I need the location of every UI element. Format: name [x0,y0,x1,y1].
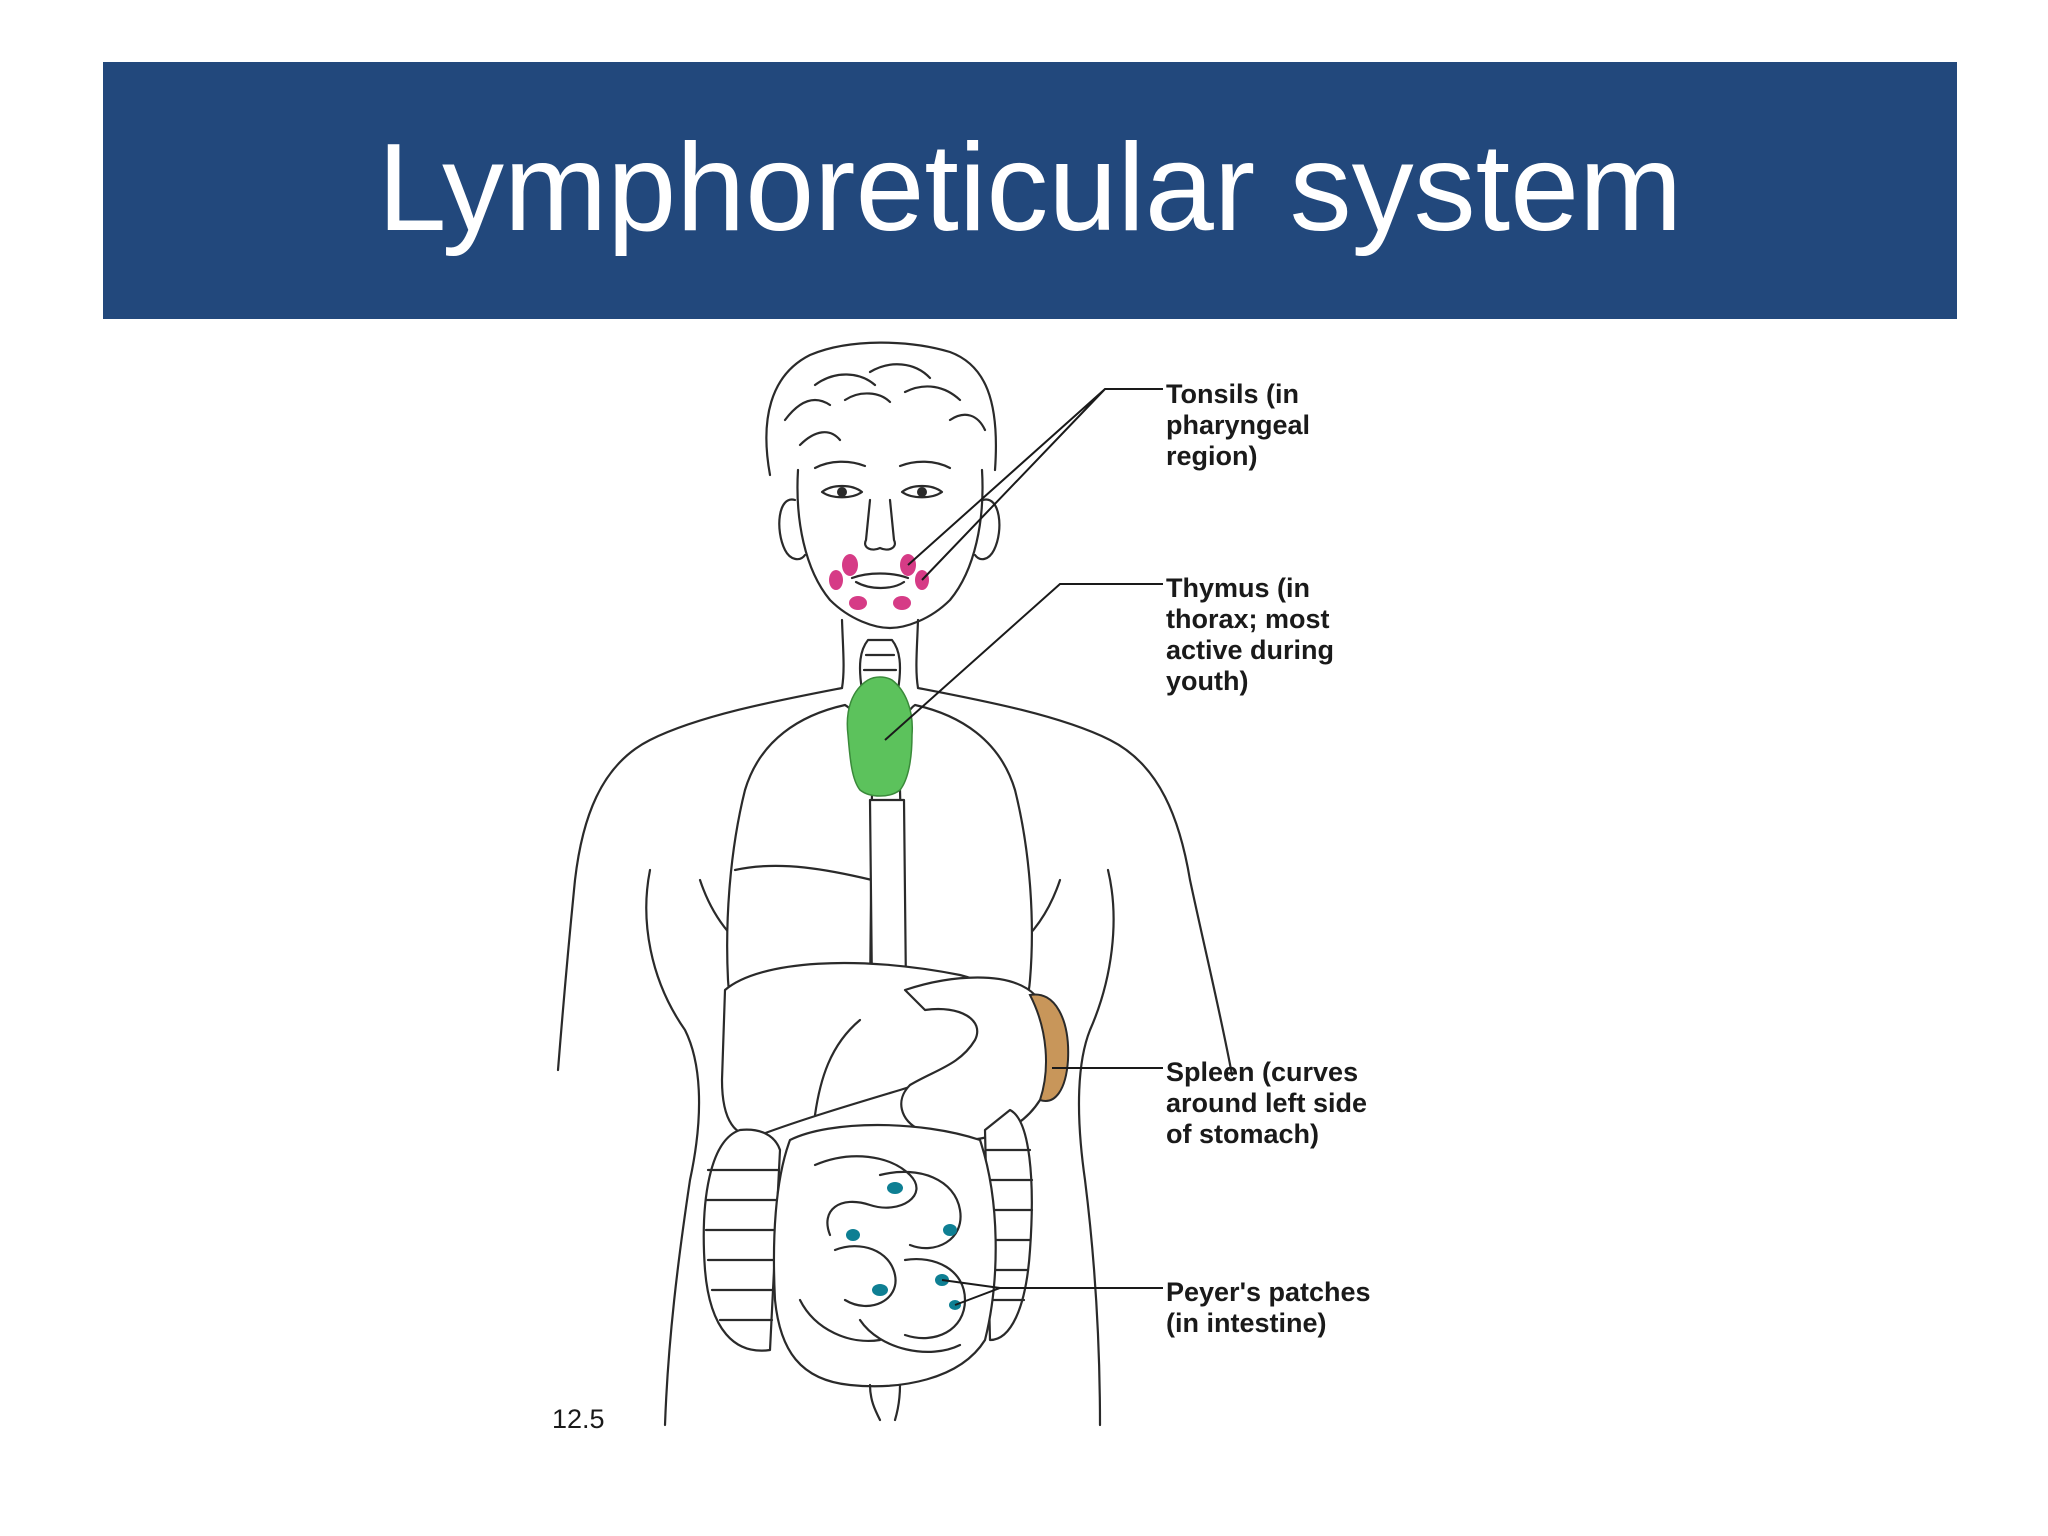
liver-lobe [813,1018,862,1117]
nose [864,498,896,551]
ascending-colon-folds [704,1168,780,1322]
tonsil-dot [849,596,867,610]
left-pupil [837,487,847,497]
tonsil-dot [842,554,858,576]
left-ear [778,498,807,561]
left-eye [820,484,864,499]
left-shoulder-arm [556,686,844,1072]
large-intestine [702,1128,782,1352]
spleen [1028,993,1070,1102]
internal-organs [702,638,1070,1422]
tonsils-label: Tonsils (in pharyngeal region) [1166,379,1318,471]
left-torso-side [645,868,701,1427]
hair-strands [783,363,987,447]
peyers-patch [872,1284,888,1296]
right-torso-side [1077,868,1115,1427]
mouth [850,572,910,590]
peyers-patches [846,1182,961,1310]
peyers-patch [943,1224,957,1236]
spleen-label: Spleen (curves around left side of stoma… [1166,1057,1375,1149]
right-shoulder-arm [916,686,1234,1077]
left-eyebrow [813,460,867,470]
neck [840,618,920,690]
descending-colon-folds [985,1148,1034,1302]
leader-lines [884,388,1163,1306]
tonsil-dot [829,570,843,590]
thymus-leader [884,583,1163,741]
thymus-label: Thymus (in thorax; most active during yo… [1166,573,1342,696]
rectum [868,1383,902,1422]
peyers-label: Peyer's patches (in intestine) [1166,1277,1378,1338]
figure-number: 12.5 [552,1404,605,1434]
right-pupil [917,487,927,497]
tonsil-dot [893,596,911,610]
thymus [846,676,913,797]
descending-colon [983,1108,1033,1342]
labels: Tonsils (in pharyngeal region) Thymus (i… [552,379,1378,1434]
peyers-leader [941,1279,1163,1306]
tonsils-leader [907,388,1163,581]
right-eye [900,484,944,499]
peyers-patch [887,1182,903,1194]
tonsils [829,554,929,610]
left-lung-lobe [733,864,874,882]
trachea-rings [862,653,898,702]
lymphoid-tissues [829,554,961,1310]
face [796,468,984,630]
small-intestine-coils [798,1155,967,1353]
title-bar: Lymphoreticular system [103,62,1957,319]
hair [765,341,997,477]
slide-title: Lymphoreticular system [377,118,1683,257]
peyers-patch [846,1229,860,1241]
right-eyebrow [898,460,952,470]
